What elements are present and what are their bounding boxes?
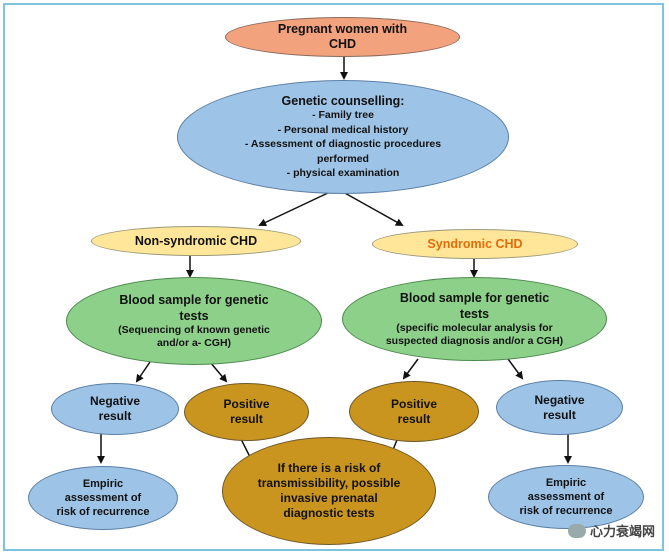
- blood-right-line-3: (specific molecular analysis for: [396, 322, 553, 334]
- positive-right-line-1: Positive: [390, 396, 438, 411]
- arrow-counselling-to-syndromic: [342, 191, 404, 226]
- pregnant-women-node: Pregnant women with CHD: [225, 17, 460, 57]
- empiric-left-line-1: Empiric: [82, 478, 124, 490]
- diagram-border: [3, 3, 664, 551]
- non-syndromic-node: Non-syndromic CHD: [91, 226, 301, 256]
- empiric-right-line-2: assessment of: [527, 491, 605, 503]
- counselling-item-3-cont: performed: [317, 152, 369, 165]
- counselling-title: Genetic counselling:: [281, 93, 405, 108]
- counselling-item-2-text: Personal medical history: [284, 123, 409, 136]
- watermark: 心力衰竭网: [567, 521, 655, 540]
- blood-right-line-1: Blood sample for genetic: [399, 291, 550, 305]
- empiric-left-line-2: assessment of: [64, 492, 142, 504]
- empiric-assessment-right-node: Empiric assessment of risk of recurrence: [488, 465, 644, 529]
- watermark-text: 心力衰竭网: [589, 524, 655, 539]
- counselling-item-4-text: physical examination: [293, 167, 400, 179]
- risk-line-3: invasive prenatal: [280, 491, 378, 505]
- blood-left-line-1: Blood sample for genetic: [119, 293, 269, 307]
- empiric-right-line-1: Empiric: [545, 477, 587, 489]
- blood-right-line-2: tests: [459, 307, 490, 321]
- positive-left-line-2: result: [230, 412, 263, 426]
- counselling-item-3: - Assessment of diagnostic procedures: [244, 138, 442, 150]
- positive-left-line-1: Positive: [223, 397, 270, 411]
- counselling-item-1-text: Family tree: [318, 109, 374, 121]
- negative-left-line-2: result: [98, 409, 132, 423]
- syndromic-label: Syndromic CHD: [427, 237, 523, 251]
- positive-result-left-node: Positive result: [184, 383, 309, 441]
- arrow-blood-left-to-negative: [135, 361, 151, 383]
- blood-left-line-3: (Sequencing of known genetic: [118, 324, 270, 336]
- counselling-item-1: - Family tree: [312, 109, 374, 121]
- arrow-blood-left-to-positive: [209, 361, 228, 383]
- negative-left-line-1: Negative: [89, 394, 141, 408]
- blood-sample-right-node: Blood sample for genetic tests (specific…: [342, 277, 607, 361]
- empiric-right-line-3: risk of recurrence: [519, 505, 613, 517]
- empiric-left-line-3: risk of recurrence: [56, 506, 150, 518]
- blood-left-line-2: tests: [179, 309, 209, 323]
- wechat-icon: [567, 523, 586, 538]
- risk-line-4: diagnostic tests: [283, 506, 375, 520]
- arrow-blood-right-to-negative: [507, 358, 524, 380]
- non-syndromic-label: Non-syndromic CHD: [134, 234, 258, 248]
- arrow-blood-right-to-positive: [402, 358, 419, 380]
- pregnant-women-line-2: CHD: [328, 37, 357, 51]
- counselling-item-4: - physical examination: [286, 167, 400, 179]
- pregnant-women-line-1: Pregnant women with: [277, 22, 408, 36]
- blood-right-line-4: suspected diagnosis and/or a CGH): [385, 335, 564, 347]
- blood-sample-left-node: Blood sample for genetic tests (Sequenci…: [66, 277, 322, 365]
- empiric-assessment-left-node: Empiric assessment of risk of recurrence: [28, 466, 178, 530]
- negative-result-left-node: Negative result: [51, 383, 179, 435]
- risk-transmissibility-node: If there is a risk of transmissibility, …: [222, 437, 436, 545]
- genetic-counselling-node: Genetic counselling: - Family tree - Per…: [177, 80, 509, 194]
- syndromic-node: Syndromic CHD: [372, 229, 578, 259]
- risk-line-2: transmissibility, possible: [257, 476, 401, 490]
- arrow-counselling-to-nonsyndromic: [258, 191, 331, 227]
- risk-line-1: If there is a risk of: [277, 461, 381, 475]
- negative-right-line-1: Negative: [534, 392, 585, 407]
- negative-result-right-node: Negative result: [496, 380, 623, 435]
- counselling-item-2: - Personal medical history: [277, 123, 409, 136]
- positive-result-right-node: Positive result: [349, 381, 479, 442]
- positive-right-line-2: result: [397, 411, 431, 426]
- negative-right-line-2: result: [543, 407, 576, 422]
- blood-left-line-4: and/or a- CGH): [156, 337, 232, 349]
- counselling-item-3-text: Assessment of diagnostic procedures: [250, 138, 442, 150]
